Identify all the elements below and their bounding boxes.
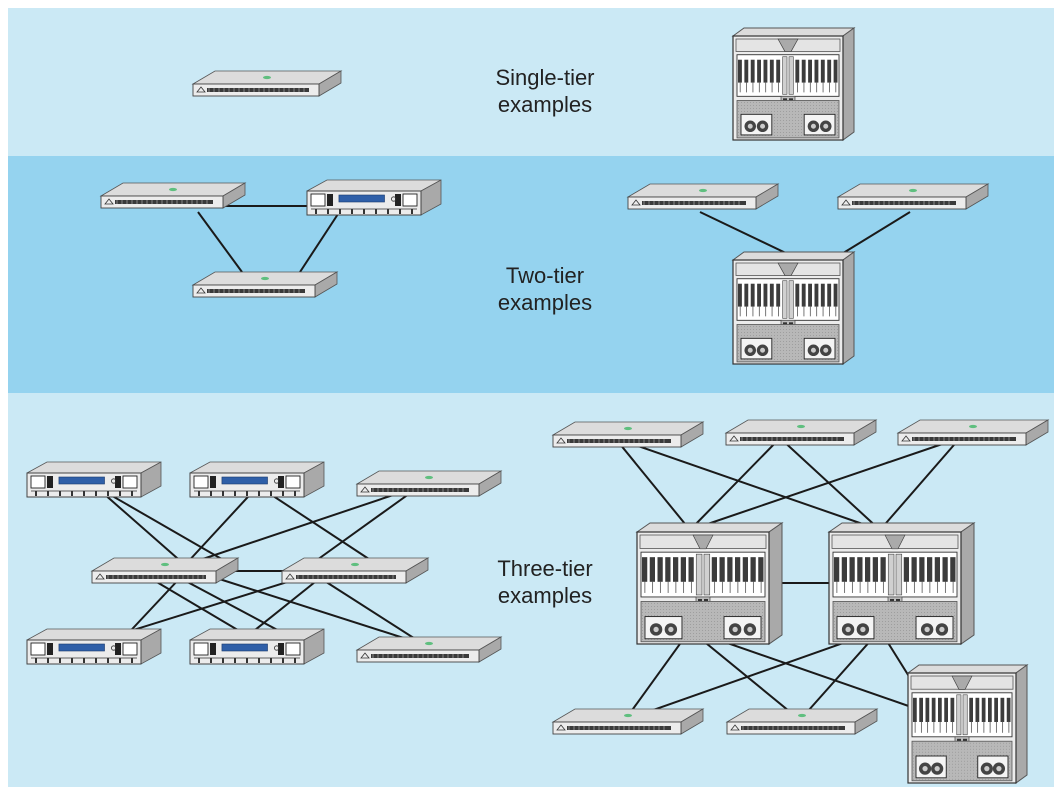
three-tier-edge-switch-icon bbox=[90, 557, 240, 584]
three-tier-link bbox=[614, 437, 691, 531]
three-tier-label-line1: Three-tier bbox=[497, 556, 593, 581]
three-tier-link bbox=[94, 485, 186, 566]
three-tier-edge-switch-icon bbox=[725, 708, 879, 735]
three-tier-managed-switch-icon bbox=[189, 628, 325, 665]
two-tier-link bbox=[299, 213, 339, 273]
three-tier-edge-switch-icon bbox=[551, 421, 705, 448]
three-tier-link bbox=[309, 485, 421, 566]
single-tier-edge-switch-icon bbox=[191, 70, 343, 97]
two-tier-label-line2: examples bbox=[497, 290, 593, 315]
three-tier-edge-switch-icon bbox=[280, 557, 430, 584]
single-tier-label-line1: Single-tier bbox=[495, 65, 595, 90]
three-tier-link bbox=[319, 577, 421, 643]
two-tier-edge-switch-icon bbox=[191, 271, 339, 298]
three-tier-edge-switch-icon bbox=[355, 470, 503, 497]
three-tier-link bbox=[779, 437, 881, 531]
two-tier-managed-switch-icon bbox=[306, 179, 442, 216]
three-tier-link bbox=[689, 437, 781, 531]
three-tier-edge-switch-icon bbox=[551, 708, 705, 735]
band-single-tier bbox=[8, 8, 1054, 156]
three-tier-link bbox=[689, 629, 801, 721]
three-tier-link bbox=[257, 485, 379, 566]
three-tier-edge-switch-icon bbox=[896, 419, 1050, 446]
three-tier-managed-switch-icon bbox=[26, 461, 162, 498]
three-tier-link bbox=[689, 437, 961, 531]
three-tier-link bbox=[209, 575, 411, 641]
two-tier-label-line1: Two-tier bbox=[505, 263, 585, 288]
three-tier-link bbox=[184, 485, 259, 566]
three-tier-edge-switch-icon bbox=[724, 419, 878, 446]
single-tier-label-line2: examples bbox=[497, 92, 593, 117]
three-tier-link bbox=[614, 437, 881, 531]
three-tier-director-icon bbox=[635, 522, 784, 645]
three-tier-link bbox=[624, 629, 691, 721]
two-tier-edge-switch-icon bbox=[836, 183, 990, 210]
three-tier-label: Three-tier examples bbox=[445, 555, 645, 609]
three-tier-director-icon bbox=[827, 522, 976, 645]
three-tier-edge-switch-icon bbox=[355, 636, 503, 663]
three-tier-link bbox=[624, 629, 881, 721]
three-tier-link bbox=[799, 629, 881, 721]
three-tier-managed-switch-icon bbox=[26, 628, 162, 665]
single-tier-director-icon bbox=[731, 27, 856, 141]
three-tier-label-line2: examples bbox=[497, 583, 593, 608]
network-devices bbox=[26, 27, 1050, 784]
three-tier-link bbox=[94, 485, 233, 566]
two-tier-link bbox=[839, 211, 911, 256]
two-tier-edge-switch-icon bbox=[626, 183, 780, 210]
two-tier-director-icon bbox=[731, 251, 856, 365]
two-tier-link bbox=[197, 211, 243, 273]
three-tier-link bbox=[879, 437, 961, 531]
two-tier-label: Two-tier examples bbox=[445, 262, 645, 316]
two-tier-edge-switch-icon bbox=[99, 182, 247, 209]
two-tier-link bbox=[699, 211, 791, 256]
three-tier-director-icon bbox=[906, 664, 1029, 784]
three-tier-managed-switch-icon bbox=[189, 461, 325, 498]
three-tier-link bbox=[184, 485, 421, 566]
tier-bands bbox=[8, 8, 1054, 787]
single-tier-label: Single-tier examples bbox=[445, 64, 645, 118]
